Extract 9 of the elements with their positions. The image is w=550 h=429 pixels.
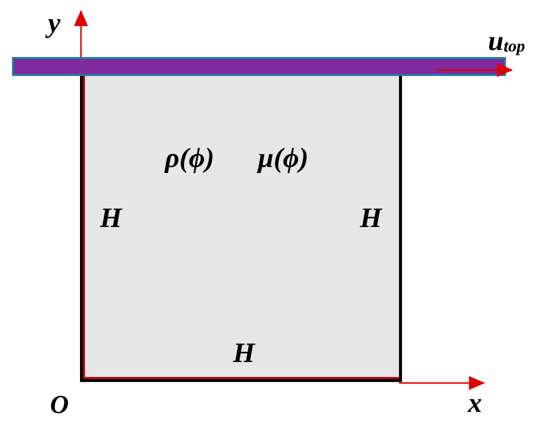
- viscosity-symbol: μ(ϕ): [258, 145, 308, 173]
- cavity-box: [80, 75, 402, 382]
- origin-label: O: [50, 392, 69, 418]
- density-symbol: ρ(ϕ): [165, 145, 214, 173]
- axis-label: x: [468, 390, 482, 418]
- height-label: H: [100, 205, 122, 233]
- height-label: H: [233, 340, 255, 368]
- moving-lid-bar: [12, 57, 506, 76]
- height-label: H: [360, 205, 382, 233]
